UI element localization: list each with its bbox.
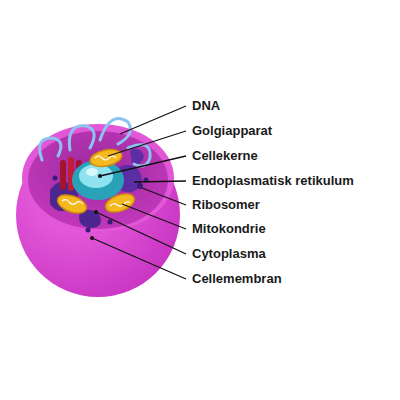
part-label: Endoplasmatisk retikulum: [192, 173, 354, 189]
part-label: Ribosomer: [192, 197, 260, 213]
part-label: Mitokondrie: [192, 221, 266, 237]
part-label: Cytoplasma: [192, 246, 266, 262]
part-label: Cellekerne: [192, 148, 258, 164]
part-label: DNA: [192, 98, 220, 114]
part-label: Golgiapparat: [192, 123, 272, 139]
part-label: Cellemembran: [192, 271, 282, 287]
